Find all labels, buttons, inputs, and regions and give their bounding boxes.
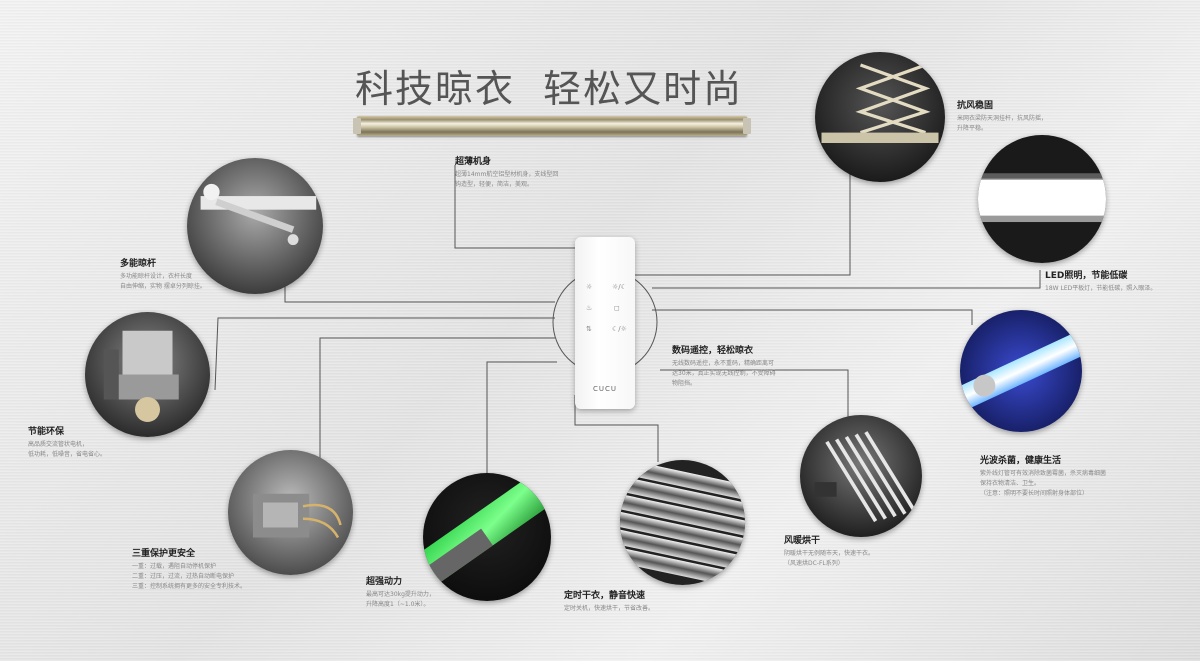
feature-wind-line: 升降平稳。 — [957, 125, 988, 132]
feature-wind: 抗风稳固 米网衣梁防天洞挂杆，抗风防摇， 升降平稳。 — [957, 98, 1047, 134]
feature-power: 超强动力 最高可达30kg提升动力， 升降高度1（~1.0米）。 — [366, 574, 435, 610]
feature-safety: 三重保护更安全 一重：过载，遇阻自动停机保护 二重：过压，过流，过热自动断电保护… — [132, 546, 246, 592]
feature-dryer: 风暖烘干 阴暖烘干无例随市天，快速干衣。 （风速烘DC-FL系列） — [784, 533, 874, 569]
feature-uv-title: 光波杀菌，健康生活 — [980, 456, 1062, 466]
feature-safety-title: 三重保护更安全 — [132, 549, 196, 559]
feature-uv-line: 保持衣物清洁、卫生。 — [980, 480, 1041, 487]
feature-uv: 光波杀菌，健康生活 紫外线灯管可有效消除致菌霉菌，杀灭病毒细菌 保持衣物清洁、卫… — [980, 453, 1106, 499]
connector-safety — [319, 337, 555, 510]
feature-rail: 超薄机身 超薄14mm航空铝型材机身，支线型回 钩造型，轻便，简洁，美观。 — [455, 154, 558, 190]
connector-led — [652, 270, 1041, 289]
feature-timer: 定时干衣，静音快速 定时关机，快速烘干，节省改善。 — [564, 588, 654, 614]
feature-safety-line: 一重：过载，遇阻自动停机保护 — [132, 563, 217, 570]
remote-uv-button[interactable]: ☾/☼ — [612, 325, 627, 333]
connector-wind — [628, 140, 851, 276]
rail-profile-image — [353, 116, 751, 136]
feature-power-line: 最高可达30kg提升动力， — [366, 591, 435, 598]
feature-dryer-title: 风暖烘干 — [784, 536, 821, 546]
remote-dry-button[interactable]: ♨ — [586, 304, 593, 312]
remote-mode-button[interactable]: ☼/☾ — [612, 283, 627, 291]
feature-safety-line: 三重：控制系统拥有更多的安全专利技术。 — [132, 583, 247, 590]
feature-dryer-line: 阴暖烘干无例随市天，快速干衣。 — [784, 550, 875, 557]
feature-remote-control-line: 无线数码遥控，永不重码，精确距离可 — [672, 360, 775, 367]
connector-uv — [652, 309, 973, 325]
page-title: 科技晾衣 轻松又时尚 — [355, 67, 744, 111]
uv-lamp-image — [960, 310, 1082, 432]
feature-motor-line: 高品质交流管状电机， — [28, 441, 89, 448]
feature-led-title: LED照明，节能低碳 — [1045, 271, 1128, 281]
remote-brand-label: CUCU — [592, 385, 618, 393]
heater-fins-image — [800, 415, 922, 537]
remote-stop-button[interactable]: ◻ — [614, 304, 620, 312]
remote-updown-button[interactable]: ⇅ — [586, 325, 592, 333]
feature-dryer-line: （风速烘DC-FL系列） — [784, 560, 844, 567]
feature-rod: 多能晾杆 多功能晾杆设计，衣杆长度 自由伸缩，实物 摆卓分列晾挂。 — [120, 256, 206, 292]
feature-rod-line: 自由伸缩，实物 摆卓分列晾挂。 — [120, 283, 206, 290]
power-tube-image — [423, 473, 551, 601]
feature-uv-line: （注意：照明不要长时间照射身体部位） — [980, 490, 1089, 497]
feature-motor-line: 低功耗，低噪音，省电省心。 — [28, 451, 107, 458]
telescopic-rod-image — [187, 158, 323, 294]
feature-rail-line: 超薄14mm航空铝型材机身，支线型回 — [455, 171, 559, 178]
safety-switch-image — [228, 450, 353, 575]
feature-wind-title: 抗风稳固 — [957, 101, 994, 111]
remote-control: ☼ ☼/☾ ♨ ◻ ⇅ ☾/☼ CUCU — [575, 237, 635, 409]
connector-rail — [454, 165, 580, 249]
led-light-image — [978, 135, 1106, 263]
connector-motor — [214, 317, 555, 391]
feature-safety-line: 二重：过压，过流，过热自动断电保护 — [132, 573, 235, 580]
feature-remote-control-title: 数码遥控，轻松晾衣 — [672, 346, 754, 356]
feature-timer-line: 定时关机，快速烘干，节省改善。 — [564, 605, 655, 612]
feature-motor-title: 节能环保 — [28, 427, 65, 437]
connector-rod — [284, 255, 555, 303]
feature-rod-line: 多功能晾杆设计，衣杆长度 — [120, 273, 193, 280]
wind-resistant-frame-image — [815, 52, 945, 182]
feature-power-line: 升降高度1（~1.0米）。 — [366, 601, 430, 608]
feature-rail-line: 钩造型，轻便，简洁，美观。 — [455, 181, 534, 188]
feature-remote-control: 数码遥控，轻松晾衣 无线数码遥控，永不重码，精确距离可 达30米，真正实现无线控… — [672, 343, 776, 389]
feature-rail-title: 超薄机身 — [455, 157, 492, 167]
connector-timer — [574, 395, 659, 462]
feature-rod-title: 多能晾杆 — [120, 259, 157, 269]
feature-motor: 节能环保 高品质交流管状电机， 低功耗，低噪音，省电省心。 — [28, 424, 106, 460]
feature-led: LED照明，节能低碳 18W LED平板灯，节能低碳，照入眼泽。 — [1045, 268, 1156, 294]
connector-dryer — [660, 369, 849, 418]
connector-power — [486, 361, 557, 475]
timer-drum-image — [620, 460, 745, 585]
feature-remote-control-line: 物阻挡。 — [672, 380, 697, 387]
remote-light-button[interactable]: ☼ — [586, 283, 593, 291]
feature-timer-title: 定时干衣，静音快速 — [564, 591, 646, 601]
feature-led-line: 18W LED平板灯，节能低碳，照入眼泽。 — [1045, 285, 1157, 292]
feature-uv-line: 紫外线灯管可有效消除致菌霉菌，杀灭病毒细菌 — [980, 470, 1107, 477]
feature-wind-line: 米网衣梁防天洞挂杆，抗风防摇， — [957, 115, 1048, 122]
motor-image — [85, 312, 210, 437]
feature-power-title: 超强动力 — [366, 577, 403, 587]
feature-remote-control-line: 达30米，真正实现无线控制，不受障碍 — [672, 370, 776, 377]
